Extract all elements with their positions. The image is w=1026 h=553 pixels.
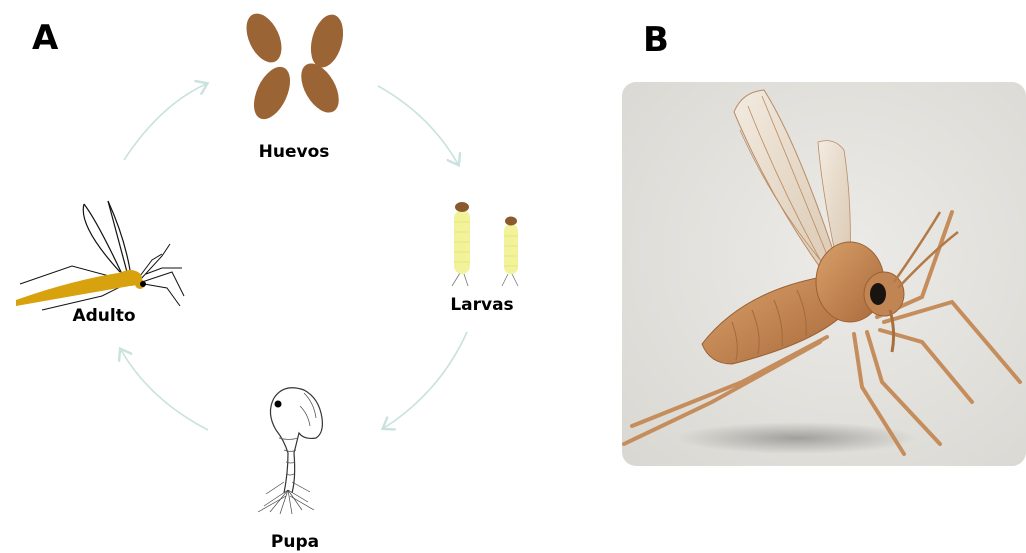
pupa-icon (244, 378, 344, 518)
stage-label-eggs: Huevos (224, 142, 364, 162)
arrow-larvae-to-pupa (384, 332, 467, 428)
stage-label-pupa: Pupa (225, 532, 365, 552)
arrow-pupa-to-adult (121, 350, 208, 430)
eggs-icon (242, 8, 348, 126)
larvae-icon (432, 198, 532, 290)
adult-sandfly-icon (12, 196, 192, 314)
arrow-eggs-to-larvae (378, 86, 458, 164)
stage-label-adult: Adulto (34, 306, 174, 326)
stage-label-larvae: Larvas (412, 295, 552, 315)
sandfly-illustration (622, 82, 1026, 466)
arrow-adult-to-eggs (124, 84, 206, 160)
